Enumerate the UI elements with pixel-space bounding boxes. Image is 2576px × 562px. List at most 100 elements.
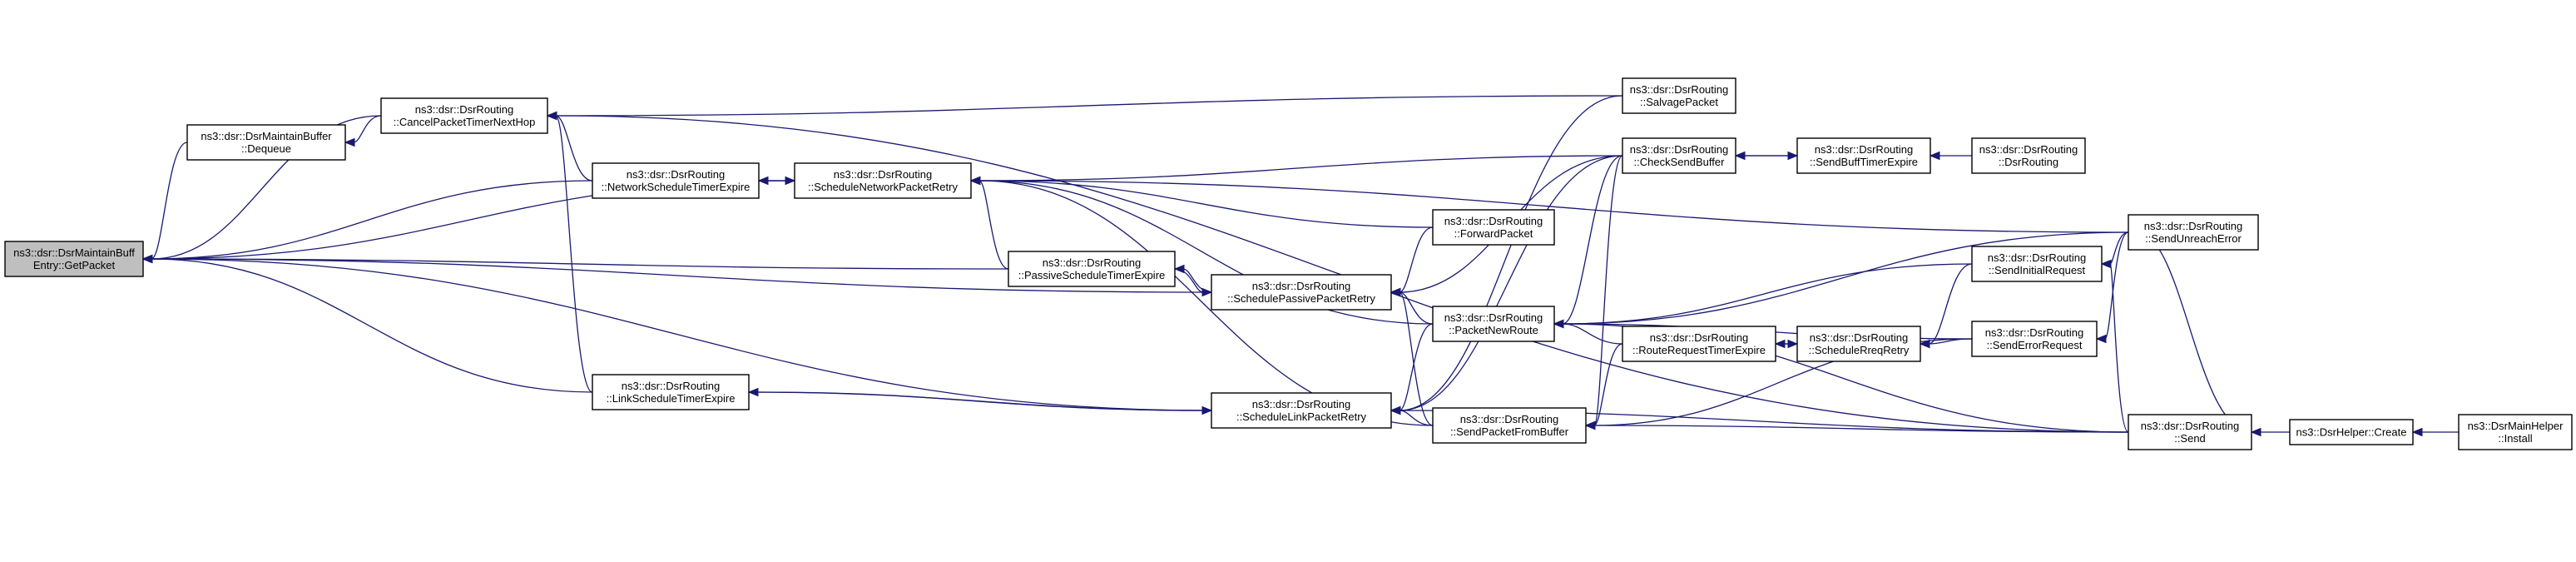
node-box <box>1432 209 1555 246</box>
node-label-line: ::SalvagePacket <box>1640 96 1718 108</box>
node-forward[interactable]: ns3::dsr::DsrRouting::ForwardPacket <box>1432 209 1555 246</box>
node-label-line: ns3::dsr::DsrRouting <box>1650 331 1749 344</box>
edge-dequeue-to-getpacket <box>151 142 188 260</box>
node-box <box>1432 407 1587 444</box>
node-box <box>1622 326 1776 362</box>
edge-schedpass-to-getpacket <box>151 258 1212 293</box>
node-box <box>186 124 346 161</box>
node-netsched[interactable]: ns3::dsr::DsrRouting::NetworkScheduleTim… <box>592 162 760 199</box>
edge-senderr-to-schedreq <box>1928 338 1973 345</box>
node-label-line: ::ScheduleLinkPacketRetry <box>1236 410 1367 423</box>
edge-passsched-to-schedpass <box>1174 268 1204 293</box>
node-label-line: ::PassiveScheduleTimerExpire <box>1018 269 1166 281</box>
node-label-line: ns3::dsr::DsrRouting <box>1444 215 1543 227</box>
edge-checksend-to-pnr <box>1562 155 1623 325</box>
node-pnr[interactable]: ns3::dsr::DsrRouting::PacketNewRoute <box>1432 306 1555 342</box>
arrowhead-rrte-to-schedreq <box>1787 339 1799 349</box>
node-label-line: Entry::GetPacket <box>33 259 116 271</box>
node-box <box>1432 306 1555 342</box>
nodes-layer: ns3::dsr::DsrMaintainBuffEntry::GetPacke… <box>4 77 2573 450</box>
edge-spfb-to-schedlink <box>1399 410 1434 426</box>
arrowhead-send-to-pnr <box>1553 319 1564 329</box>
arrowhead-mainhelper-to-helpercreate <box>2411 427 2423 437</box>
edge-send-to-cancelptnh <box>555 115 2129 433</box>
node-send[interactable]: ns3::dsr::DsrRouting::Send <box>2128 414 2252 450</box>
node-dsrrouting[interactable]: ns3::dsr::DsrRouting::DsrRouting <box>1971 137 2086 174</box>
node-label-line: ns3::dsr::DsrRouting <box>1979 143 2078 156</box>
node-label-line: ns3::dsr::DsrRouting <box>1460 413 1559 425</box>
node-label-line: ::SendInitialRequest <box>1989 264 2086 276</box>
node-sendunreach[interactable]: ns3::dsr::DsrRouting::SendUnreachError <box>2128 214 2259 251</box>
node-label-line: ns3::dsr::DsrRouting <box>622 380 721 392</box>
node-label-line: ::CancelPacketTimerNextHop <box>394 116 536 128</box>
node-label-line: ns3::dsr::DsrRouting <box>1043 256 1142 269</box>
arrowhead-send-to-cancelptnh <box>546 111 557 121</box>
node-checksend[interactable]: ns3::dsr::DsrRouting::CheckSendBuffer <box>1622 137 1736 174</box>
node-sendbuff[interactable]: ns3::dsr::DsrRouting::SendBuffTimerExpir… <box>1796 137 1931 174</box>
node-label-line: ::Send <box>2174 432 2206 445</box>
node-getpacket[interactable]: ns3::dsr::DsrMaintainBuffEntry::GetPacke… <box>4 241 144 277</box>
node-label-line: ns3::dsr::DsrRouting <box>1985 326 2084 339</box>
node-label-line: ns3::dsr::DsrRouting <box>1444 311 1543 324</box>
node-schedlink[interactable]: ns3::dsr::DsrRouting::ScheduleLinkPacket… <box>1211 392 1392 429</box>
node-box <box>1211 392 1392 429</box>
node-label-line: ns3::dsr::DsrRouting <box>627 168 726 181</box>
node-label-line: ::Dequeue <box>241 142 291 155</box>
node-label-line: ns3::dsr::DsrRouting <box>1810 331 1909 344</box>
node-label-line: ::SchedulePassivePacketRetry <box>1227 292 1375 305</box>
node-schedpass[interactable]: ns3::dsr::DsrRouting::SchedulePassivePac… <box>1211 274 1392 311</box>
node-rrte[interactable]: ns3::dsr::DsrRouting::RouteRequestTimerE… <box>1622 326 1776 362</box>
arrowhead-netsched-to-schednet <box>785 176 796 186</box>
node-label-line: ::NetworkScheduleTimerExpire <box>602 181 751 193</box>
node-box <box>2458 414 2573 450</box>
node-mainhelper[interactable]: ns3::DsrMainHelper::Install <box>2458 414 2573 450</box>
edge-pnr-to-schedlink <box>1399 323 1434 411</box>
node-box <box>1971 246 2103 282</box>
node-box <box>4 241 144 277</box>
node-dequeue[interactable]: ns3::dsr::DsrMaintainBuffer::Dequeue <box>186 124 346 161</box>
edge-netsched-to-getpacket <box>151 180 593 260</box>
node-label-line: ns3::dsr::DsrRouting <box>834 168 933 181</box>
arrowhead-helpercreate-to-send <box>2250 427 2261 437</box>
node-box <box>1796 326 1921 362</box>
arrowhead-send-to-spfb <box>1584 420 1596 430</box>
edge-pnr-to-schedpass <box>1399 291 1434 325</box>
edge-spfb-to-schedpass <box>1399 291 1434 426</box>
edge-pnr-to-schednet <box>978 180 1434 325</box>
edge-linksched-to-cancelptnh <box>555 115 593 393</box>
node-box <box>592 374 750 410</box>
arrowhead-schedlink-to-getpacket <box>141 254 153 264</box>
node-spfb[interactable]: ns3::dsr::DsrRouting::SendPacketFromBuff… <box>1432 407 1587 444</box>
node-senderr[interactable]: ns3::dsr::DsrRouting::SendErrorRequest <box>1971 321 2098 357</box>
node-salvage[interactable]: ns3::dsr::DsrRouting::SalvagePacket <box>1622 77 1736 114</box>
node-sendinit[interactable]: ns3::dsr::DsrRouting::SendInitialRequest <box>1971 246 2103 282</box>
edge-salvage-to-schedlink <box>1399 95 1623 411</box>
node-passsched[interactable]: ns3::dsr::DsrRouting::PassiveScheduleTim… <box>1008 251 1176 287</box>
node-label-line: ns3::dsr::DsrMaintainBuffer <box>201 130 332 142</box>
node-linksched[interactable]: ns3::dsr::DsrRouting::LinkScheduleTimerE… <box>592 374 750 410</box>
node-cancelptnh[interactable]: ns3::dsr::DsrRouting::CancelPacketTimerN… <box>380 97 548 134</box>
arrowhead-sendunreach-to-senderr <box>2095 334 2107 344</box>
edge-cancelptnh-to-getpacket <box>151 115 382 260</box>
edge-linksched-to-getpacket <box>151 258 593 393</box>
edge-checksend-to-spfb <box>1593 155 1623 426</box>
node-label-line: ::CheckSendBuffer <box>1634 156 1726 168</box>
node-label-line: ::ForwardPacket <box>1454 227 1533 240</box>
node-label-line: ::DsrRouting <box>1999 156 2058 168</box>
node-helpercreate[interactable]: ns3::DsrHelper::Create <box>2289 419 2414 445</box>
edge-rrte-to-pnr <box>1562 323 1623 345</box>
node-label-line: ::Install <box>2498 432 2532 445</box>
node-label-line: ::SendErrorRequest <box>1987 339 2083 351</box>
edge-salvage-to-cancelptnh <box>555 95 1623 117</box>
node-schednet[interactable]: ns3::dsr::DsrRouting::ScheduleNetworkPac… <box>794 162 972 199</box>
node-box <box>2128 414 2252 450</box>
edge-send-to-sendunreach <box>2136 231 2252 433</box>
edge-send-to-sendinit <box>2109 263 2129 433</box>
node-label-line: ns3::DsrMainHelper <box>2468 420 2564 432</box>
node-label-line: ::ScheduleNetworkPacketRetry <box>808 181 958 193</box>
edge-sendunreach-to-pnr <box>1562 231 2129 325</box>
edge-passsched-to-getpacket <box>151 258 1009 270</box>
node-schedreq[interactable]: ns3::dsr::DsrRouting::ScheduleRreqRetry <box>1796 326 1921 362</box>
node-label-line: ns3::dsr::DsrMaintainBuff <box>13 246 135 259</box>
